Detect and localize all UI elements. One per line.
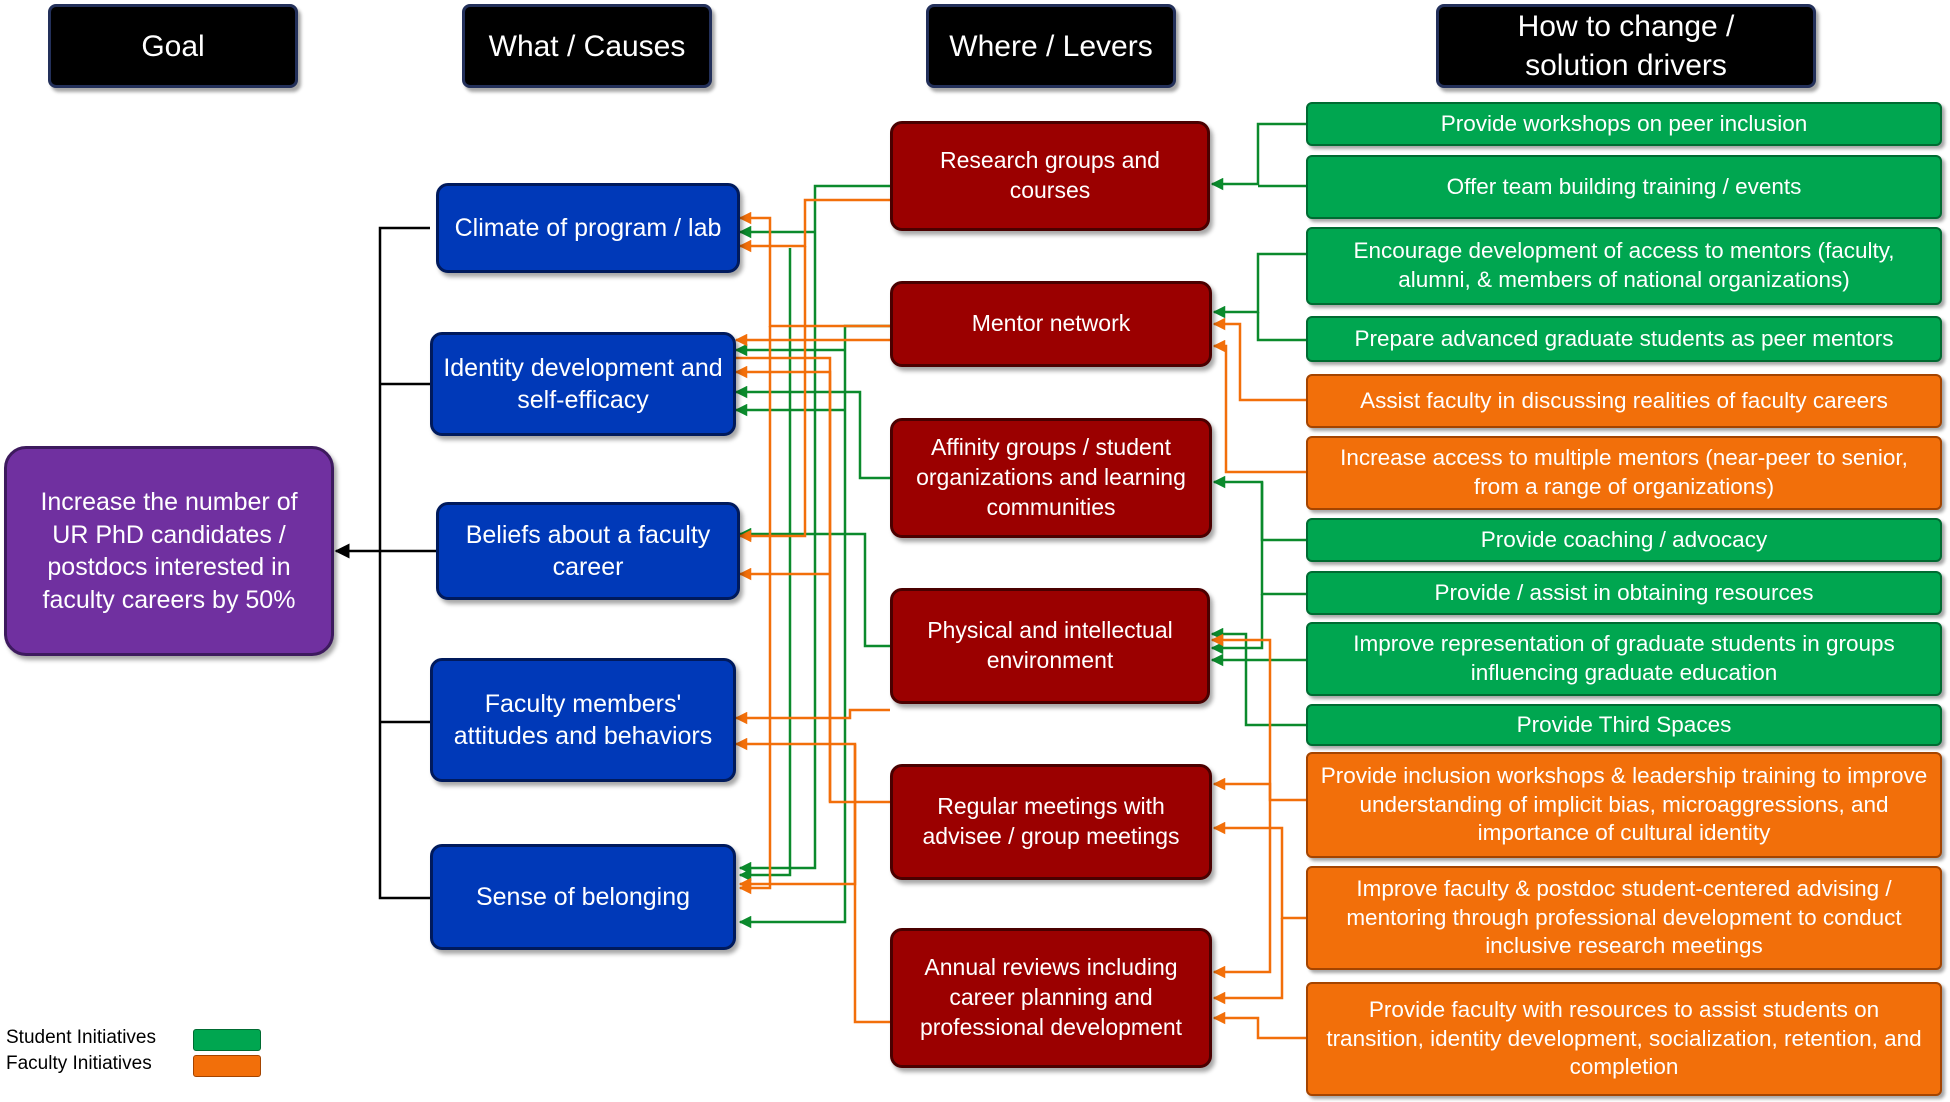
goal-connectors — [334, 226, 436, 900]
connector-line — [1260, 482, 1306, 596]
solution-team-building: Offer team building training / events — [1306, 155, 1942, 219]
connector-line — [738, 246, 807, 543]
connector-line — [1212, 821, 1306, 920]
solution-multiple-mentors: Increase access to multiple mentors (nea… — [1306, 436, 1942, 510]
solution-peer-inclusion-workshops: Provide workshops on peer inclusion — [1306, 102, 1942, 146]
solution-resources: Provide / assist in obtaining resources — [1306, 571, 1942, 615]
solution-student-centered-advising: Improve faculty & postdoc student-center… — [1306, 866, 1942, 970]
connector-line — [738, 184, 890, 875]
cause-climate: Climate of program / lab — [436, 183, 740, 273]
solution-access-to-mentors: Encourage development of access to mento… — [1306, 227, 1942, 305]
lever-label: Physical and intellectual environment — [927, 617, 1173, 673]
header-levers-label: Where / Levers — [949, 29, 1153, 63]
header-causes-label: What / Causes — [488, 29, 686, 63]
lever-affinity-groups: Affinity groups / student organizations … — [890, 418, 1212, 538]
connector-line — [1210, 627, 1306, 727]
solution-faculty-resources: Provide faculty with resources to assist… — [1306, 982, 1942, 1096]
connector-line — [1210, 594, 1264, 655]
solution-graduate-representation: Improve representation of graduate stude… — [1306, 622, 1942, 696]
solution-label: Assist faculty in discussing realities o… — [1360, 387, 1888, 413]
connector-line — [1212, 800, 1272, 979]
connector-line — [1212, 339, 1306, 474]
connector-line — [1212, 777, 1272, 800]
solution-inclusion-workshops: Provide inclusion workshops & leadership… — [1306, 752, 1942, 858]
legend-student-swatch — [193, 1029, 261, 1051]
cause-faculty-attitudes: Faculty members' attitudes and behaviors — [430, 658, 736, 782]
header-drivers-label: How to change / solution drivers — [1517, 10, 1735, 82]
legend-student-label: Student Initiatives — [6, 1027, 156, 1048]
connector-line — [734, 708, 890, 725]
connector-line — [1210, 122, 1306, 191]
connector-line — [1256, 312, 1306, 342]
lever-mentor-network: Mentor network — [890, 281, 1212, 367]
legend-faculty-swatch — [193, 1055, 261, 1077]
cause-label: Identity development and self-efficacy — [443, 353, 723, 415]
connector-line — [734, 365, 890, 804]
connector-line — [1212, 918, 1284, 1005]
cause-identity: Identity development and self-efficacy — [430, 332, 736, 436]
connector-line — [1212, 475, 1306, 542]
solution-label: Improve representation of graduate stude… — [1353, 631, 1895, 685]
solution-third-spaces: Provide Third Spaces — [1306, 704, 1942, 746]
header-goal: Goal — [48, 4, 298, 88]
cause-label: Faculty members' attitudes and behaviors — [453, 689, 713, 751]
lever-research-groups: Research groups and courses — [890, 121, 1210, 231]
lever-label: Mentor network — [971, 310, 1131, 337]
goal-text: Increase the number of UR PhD candidates… — [40, 488, 298, 614]
connector-line — [738, 744, 857, 891]
lever-label: Regular meetings with advisee / group me… — [922, 793, 1180, 849]
connector-line — [738, 198, 890, 253]
faculty-connectors — [734, 198, 1306, 1040]
solution-label: Provide / assist in obtaining resources — [1434, 579, 1814, 605]
solution-label: Improve faculty & postdoc student-center… — [1346, 875, 1902, 959]
cause-label: Climate of program / lab — [454, 213, 722, 242]
lever-annual-reviews: Annual reviews including career planning… — [890, 928, 1212, 1068]
connector-line — [1212, 252, 1306, 319]
cause-label: Sense of belonging — [475, 882, 691, 911]
connector-line — [738, 527, 890, 648]
solution-peer-mentors: Prepare advanced graduate students as pe… — [1306, 316, 1942, 362]
goal-bracket-line — [378, 226, 430, 900]
lever-environment: Physical and intellectual environment — [890, 588, 1210, 704]
cause-beliefs: Beliefs about a faculty career — [436, 502, 740, 600]
solution-label: Provide workshops on peer inclusion — [1440, 110, 1808, 136]
lever-regular-meetings: Regular meetings with advisee / group me… — [890, 764, 1212, 880]
header-drivers: How to change / solution drivers — [1436, 4, 1816, 88]
lever-label: Annual reviews including career planning… — [919, 954, 1183, 1040]
solution-label: Encourage development of access to mento… — [1353, 238, 1895, 292]
connector-line — [736, 356, 832, 802]
student-connectors — [734, 122, 1306, 929]
solution-label: Provide coaching / advocacy — [1480, 526, 1768, 552]
connector-line — [734, 385, 890, 480]
connector-line — [1212, 317, 1306, 402]
legend-faculty-label: Faculty Initiatives — [6, 1053, 152, 1074]
solution-label: Offer team building training / events — [1446, 173, 1802, 199]
solution-label: Provide faculty with resources to assist… — [1326, 996, 1922, 1080]
solution-faculty-career-realities: Assist faculty in discussing realities o… — [1306, 374, 1942, 428]
lever-label: Affinity groups / student organizations … — [916, 434, 1186, 520]
header-levers: Where / Levers — [926, 4, 1176, 88]
cause-label: Beliefs about a faculty career — [465, 520, 711, 582]
solution-label: Prepare advanced graduate students as pe… — [1354, 325, 1894, 351]
header-goal-label: Goal — [141, 29, 205, 63]
cause-belonging: Sense of belonging — [430, 844, 736, 950]
connector-line — [1212, 1011, 1306, 1040]
connector-line — [738, 248, 792, 882]
solution-coaching-advocacy: Provide coaching / advocacy — [1306, 518, 1942, 562]
connector-line — [738, 211, 890, 328]
lever-label: Research groups and courses — [940, 147, 1160, 203]
header-causes: What / Causes — [462, 4, 712, 88]
solution-label: Provide inclusion workshops & leadership… — [1320, 762, 1928, 846]
goal-box: Increase the number of UR PhD candidates… — [4, 446, 334, 656]
solution-label: Increase access to multiple mentors (nea… — [1340, 445, 1908, 499]
connector-line — [1210, 633, 1306, 802]
solution-label: Provide Third Spaces — [1516, 711, 1732, 737]
